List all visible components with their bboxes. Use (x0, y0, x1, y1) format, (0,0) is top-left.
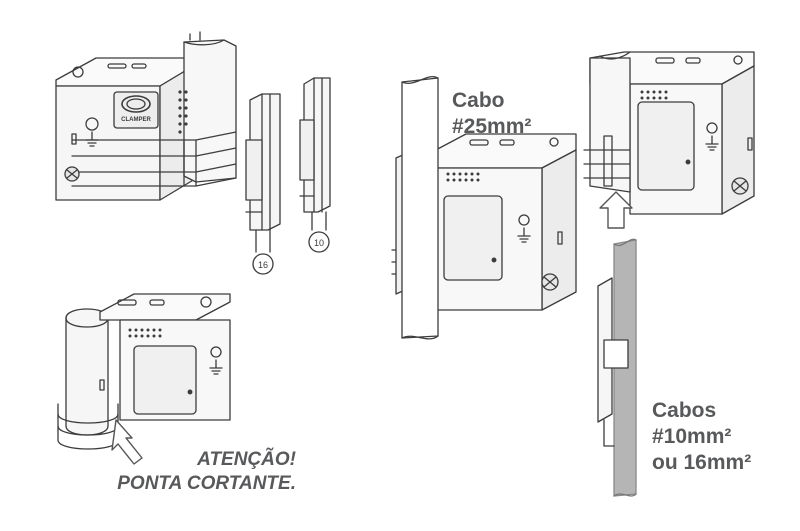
clip-16-label: 16 (258, 260, 268, 270)
cable-25-line-1: Cabo (452, 89, 505, 112)
cable-10-16 (597, 238, 637, 497)
device-cable-10-16 (583, 51, 755, 215)
clip-10-label: 10 (314, 238, 324, 248)
brand-logo-text: CLAMPER (121, 117, 151, 123)
warning-arrow (111, 419, 143, 465)
cable-10-16-line-1: Cabos (652, 399, 717, 422)
clip-adapter-10 (299, 77, 331, 253)
device-with-clamp (55, 31, 237, 201)
cable-25-line-2: #25mm² (452, 115, 532, 138)
device-sharp-edge (57, 293, 231, 450)
warning-line-2: PONTA CORTANTE. (117, 473, 296, 494)
warning-line-1: ATENÇÃO! (197, 449, 296, 470)
cable-25-label: Cabo #25mm² (452, 88, 531, 140)
cable-10-16-line-2: #10mm² (652, 425, 732, 448)
cable-10-16-label: Cabos #10mm² ou 16mm² (652, 398, 751, 476)
warning-label: ATENÇÃO! PONTA CORTANTE. (104, 448, 296, 496)
up-arrow (599, 191, 633, 229)
clip-adapter-16 (245, 93, 281, 275)
device-cable-25 (391, 76, 577, 340)
cable-10-16-line-3: ou 16mm² (652, 451, 752, 474)
